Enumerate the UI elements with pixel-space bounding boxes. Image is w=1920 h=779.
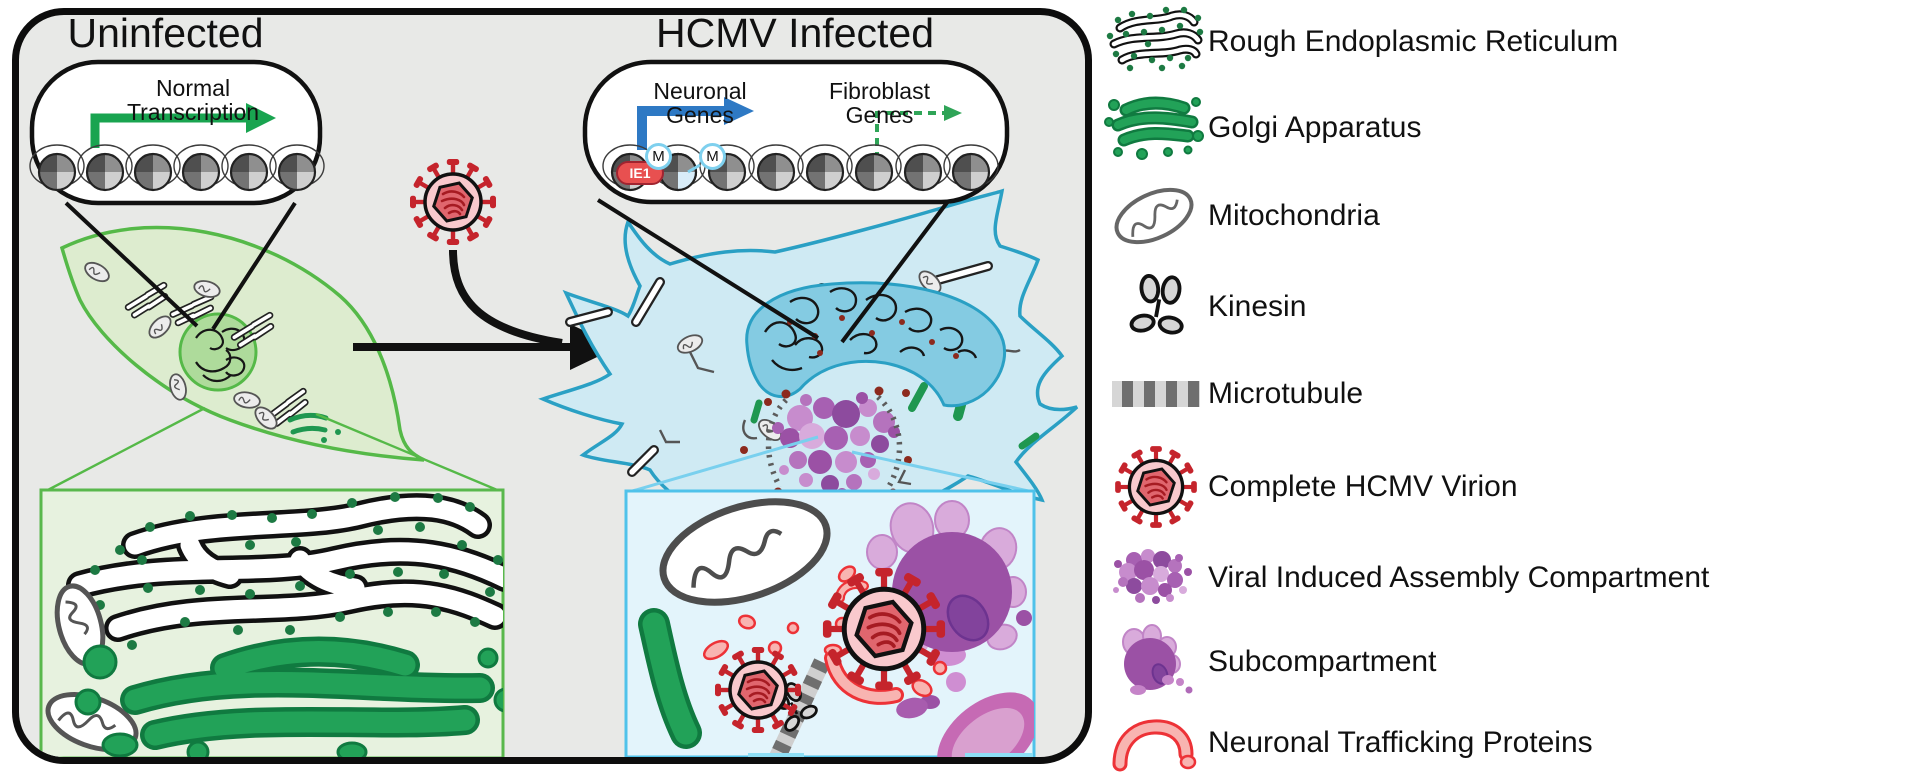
legend-label: Rough Endoplasmic Reticulum <box>1208 25 1619 58</box>
fibroblast-genes-label: Fibroblast Genes <box>829 78 930 129</box>
kinesin-icon <box>1104 265 1204 349</box>
legend-label: Viral Induced Assembly Compartment <box>1208 561 1710 594</box>
normal-transcription-label: Normal Transcription <box>126 75 260 126</box>
ribosomes <box>90 492 503 650</box>
golgi-rod-zoom <box>638 608 702 749</box>
legend-item-rough-er: Rough Endoplasmic Reticulum <box>1104 0 1916 84</box>
mitochondria-zoom <box>45 583 139 752</box>
legend-item-golgi: Golgi Apparatus <box>1104 86 1916 170</box>
infected-nucleus <box>745 281 1007 408</box>
infected-magnification-lines <box>596 194 954 344</box>
legend-label: Mitochondria <box>1208 199 1380 232</box>
legend-label: Kinesin <box>1208 290 1307 323</box>
legend-item-trafficking-proteins: Neuronal Trafficking Proteins <box>1104 706 1916 779</box>
fibroblast-genes-arrow <box>875 105 962 160</box>
legend-item-microtubule: Microtubule <box>1104 352 1916 436</box>
main-panel <box>12 8 1092 764</box>
hcmv-virion-icon <box>1104 445 1204 529</box>
legend-label: Complete HCMV Virion <box>1208 470 1518 503</box>
mitochondrion-zoom <box>659 498 831 606</box>
subcompartment-icon <box>1104 620 1204 704</box>
mitochondria-icon <box>1104 174 1204 258</box>
free-hcmv-virion <box>410 159 496 245</box>
purple-vesicle <box>896 697 928 719</box>
legend-label: Neuronal Trafficking Proteins <box>1208 725 1593 759</box>
golgi-icon <box>1104 86 1204 170</box>
trafficking-proteins-zoom <box>702 565 948 705</box>
uninfected-nucleus <box>178 312 258 392</box>
uninfected-magnification-lines <box>64 201 297 331</box>
infected-title: HCMV Infected <box>656 10 934 56</box>
trafficking-proteins-icon <box>1104 701 1204 779</box>
assembly-compartment-icon <box>1104 536 1204 620</box>
legend-item-mitochondria: Mitochondria <box>1104 174 1916 258</box>
uninfected-zoom-box <box>39 488 505 757</box>
uninfected-chromatin <box>195 327 246 383</box>
infected-chromatin <box>763 287 978 372</box>
legend-item-subcompartment: Subcompartment <box>1104 620 1916 704</box>
microtubule-icon <box>1104 352 1204 436</box>
infected-transcription-inset <box>582 59 1010 205</box>
infected-cell <box>538 188 1079 591</box>
legend-item-kinesin: Kinesin <box>1104 265 1916 349</box>
microtubule-zoom <box>768 658 830 757</box>
infected-zoom-box <box>624 489 1036 757</box>
normal-transcription-inset <box>28 59 326 206</box>
infected-zoom-lines <box>628 435 1034 494</box>
legend-item-virion: Complete HCMV Virion <box>1104 445 1916 529</box>
neuronal-genes-arrow <box>637 97 754 150</box>
normal-transcription-arrow <box>90 103 276 148</box>
uninfected-title: Uninfected <box>67 10 264 56</box>
uninfected-zoom-lines <box>43 406 503 494</box>
m-modification-badge: M <box>645 143 672 170</box>
legend-label: Subcompartment <box>1208 645 1437 678</box>
rough-er-zoom <box>66 492 503 650</box>
golgi-zoom <box>74 636 503 757</box>
diagram-scene <box>28 59 1079 757</box>
legend: Rough Endoplasmic Reticulum Golgi Appara… <box>1100 0 1920 779</box>
rough-er-icon <box>1104 0 1204 84</box>
legend-item-assembly-compartment: Viral Induced Assembly Compartment <box>1104 536 1916 620</box>
legend-label: Golgi Apparatus <box>1208 111 1422 144</box>
legend-label: Microtubule <box>1208 377 1364 410</box>
m-modification-badge: M <box>699 143 726 170</box>
neuronal-genes-label: Neuronal Genes <box>653 78 747 129</box>
